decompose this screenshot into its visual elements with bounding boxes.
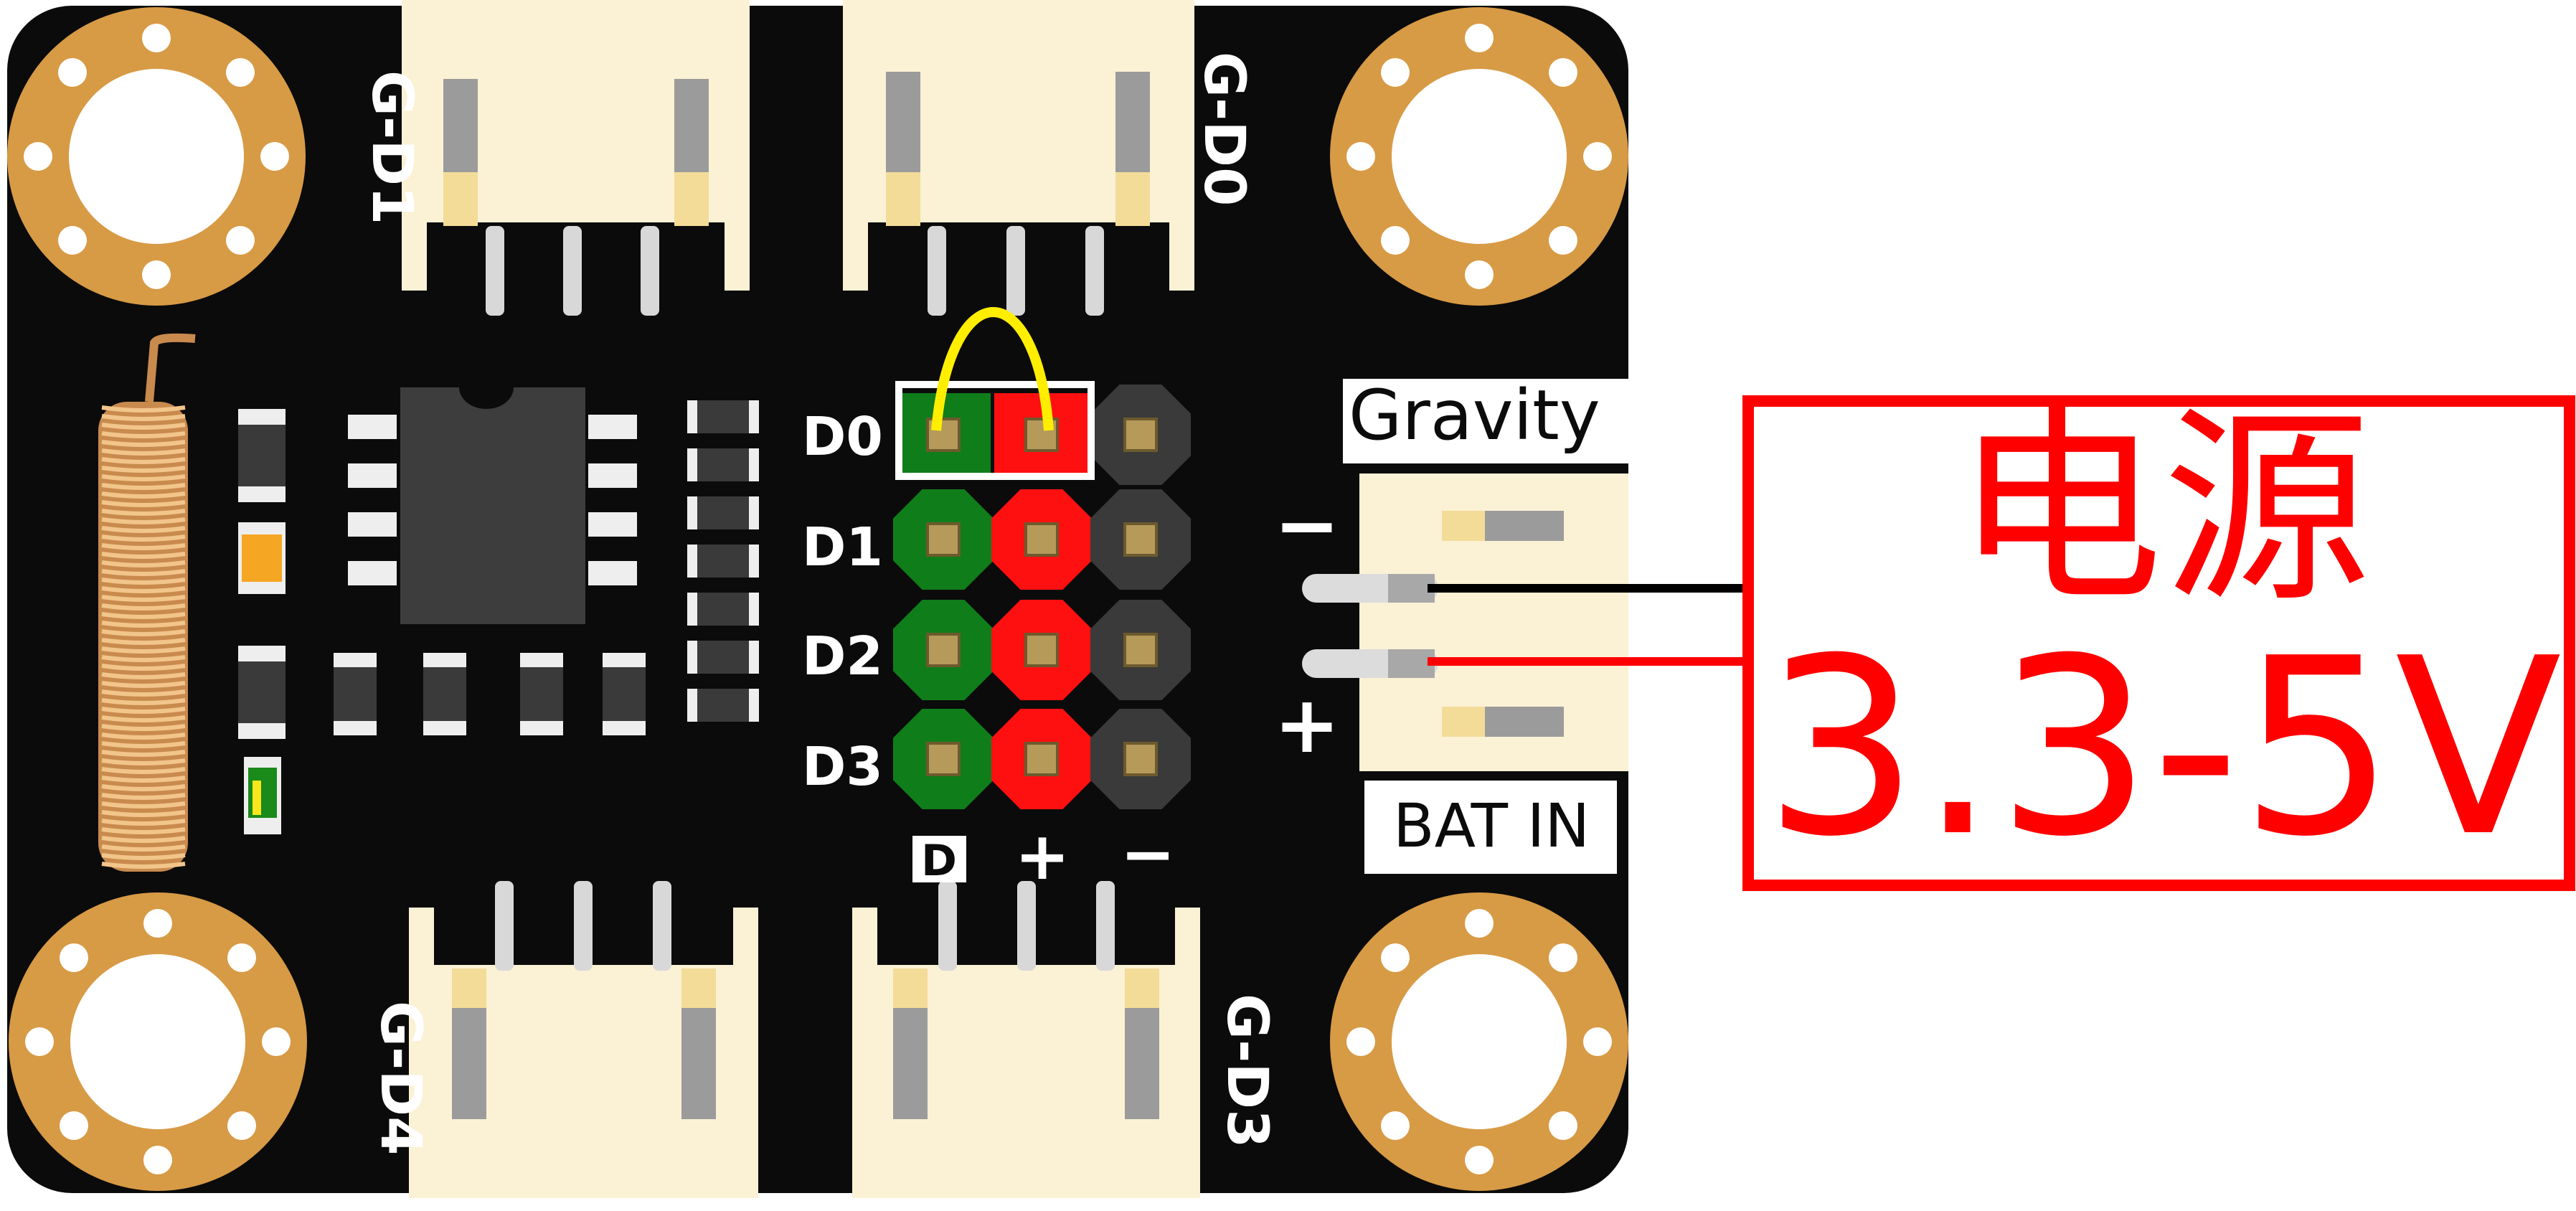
- row-label-d1: D1: [802, 517, 883, 578]
- label-g-d4: G-D4: [368, 1001, 433, 1155]
- column-label-minus: −: [1120, 816, 1175, 892]
- resistor-row-bottom: [334, 653, 646, 735]
- ic-chip: [348, 387, 637, 624]
- label-g-d1: G-D1: [359, 70, 424, 225]
- jumper-highlight-box: [895, 381, 1095, 480]
- connector-top-left: [402, 0, 750, 316]
- callout-voltage: 3.3-5V: [1764, 606, 2562, 890]
- power-minus-label: −: [1274, 479, 1340, 571]
- connector-bottom-left: [409, 881, 758, 1198]
- pin-header: [893, 385, 1191, 809]
- label-g-d0: G-D0: [1192, 52, 1256, 206]
- bat-in-label: BAT IN: [1393, 791, 1590, 861]
- mount-hole-bottom-left: [9, 892, 307, 1191]
- mount-hole-bottom-right: [1330, 892, 1628, 1191]
- resistor-left-2: [238, 646, 286, 739]
- mount-hole-top-right: [1330, 7, 1628, 306]
- mount-hole-top-left: [7, 7, 306, 306]
- gravity-label-box: [1343, 379, 1628, 463]
- row-label-d0: D0: [802, 406, 883, 468]
- antenna-coil: [98, 333, 196, 872]
- power-plus-label: +: [1274, 679, 1340, 771]
- bat-in-label-box: [1364, 781, 1617, 874]
- column-label-d: D: [921, 836, 957, 886]
- connector-top-right: [843, 0, 1194, 316]
- pcb-board: [7, 6, 1628, 1193]
- connector-bottom-right: [852, 881, 1200, 1198]
- resistor-left-1: [238, 409, 286, 502]
- gravity-label: Gravity: [1349, 375, 1600, 456]
- power-connector: [1302, 473, 1628, 771]
- callout-title: 电源: [1955, 389, 2371, 631]
- column-label-plus: +: [1014, 818, 1070, 895]
- row-label-d3: D3: [802, 736, 883, 798]
- label-g-d3: G-D3: [1214, 994, 1279, 1148]
- row-label-d2: D2: [802, 626, 883, 687]
- column-label-d-box: [912, 836, 966, 882]
- resistor-array: [687, 400, 759, 722]
- capacitor-orange: [238, 522, 286, 594]
- jumper-wire: [931, 307, 1054, 431]
- callout-box: [1742, 395, 2575, 891]
- led-indicator: [244, 757, 281, 834]
